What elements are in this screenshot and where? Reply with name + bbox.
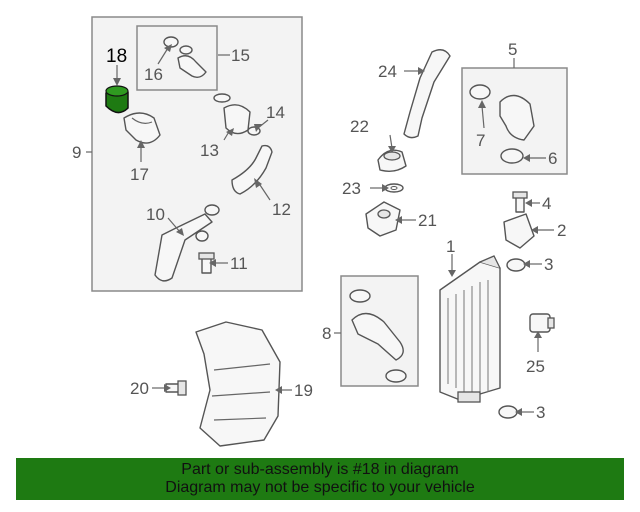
part-7-clamp[interactable] xyxy=(469,84,491,100)
part-3-grommet-top[interactable] xyxy=(506,258,526,272)
part-21-bracket[interactable] xyxy=(365,201,401,237)
label-20: 20 xyxy=(130,379,149,398)
label-9: 9 xyxy=(72,143,81,162)
label-25: 25 xyxy=(526,357,545,376)
label-5: 5 xyxy=(508,40,517,59)
label-16: 16 xyxy=(144,65,163,84)
part-12-hose[interactable] xyxy=(231,144,273,195)
label-1: 1 xyxy=(446,237,455,256)
label-3-bottom: 3 xyxy=(536,403,545,422)
part-24-hose[interactable] xyxy=(403,49,451,139)
part-11-bolt[interactable] xyxy=(198,252,215,274)
part-1-intercooler[interactable] xyxy=(439,255,501,403)
label-21: 21 xyxy=(418,211,437,230)
label-3-top: 3 xyxy=(544,255,553,274)
label-24: 24 xyxy=(378,62,397,81)
label-10: 10 xyxy=(146,205,165,224)
part-19-shroud[interactable] xyxy=(195,321,281,447)
part-6-clamp[interactable] xyxy=(500,148,524,164)
part-25-sensor[interactable] xyxy=(529,313,555,333)
part-13-pipe[interactable] xyxy=(213,93,261,136)
group-15-box xyxy=(136,25,218,91)
part-2-bracket[interactable] xyxy=(503,213,535,249)
label-22: 22 xyxy=(350,117,369,136)
parts-diagram: 18 16 15 9 17 13 14 12 10 11 24 22 23 21… xyxy=(72,16,568,447)
banner-line-2: Diagram may not be specific to your vehi… xyxy=(165,479,475,496)
label-18: 18 xyxy=(106,46,127,67)
label-4: 4 xyxy=(542,194,551,213)
part-4-bolt[interactable] xyxy=(512,191,528,213)
label-17: 17 xyxy=(130,165,149,184)
label-13: 13 xyxy=(200,141,219,160)
label-23: 23 xyxy=(342,179,361,198)
label-8: 8 xyxy=(322,324,331,343)
part-18-highlighted[interactable] xyxy=(105,85,129,114)
part-16-hose[interactable] xyxy=(163,36,207,79)
label-12: 12 xyxy=(272,200,291,219)
part-8-hose[interactable] xyxy=(349,289,407,383)
label-14: 14 xyxy=(266,103,285,122)
label-19: 19 xyxy=(294,381,313,400)
label-7: 7 xyxy=(476,131,485,150)
part-17-hose[interactable] xyxy=(123,112,161,144)
label-2: 2 xyxy=(557,221,566,240)
part-22-valve[interactable] xyxy=(377,149,407,173)
part-10-pipe[interactable] xyxy=(154,204,220,282)
info-banner: Part or sub-assembly is #18 in diagram D… xyxy=(16,458,624,500)
label-6: 6 xyxy=(548,149,557,168)
label-15: 15 xyxy=(231,46,250,65)
banner-line-1: Part or sub-assembly is #18 in diagram xyxy=(181,461,459,478)
leader-lines xyxy=(86,44,554,416)
part-3-grommet-bottom[interactable] xyxy=(498,405,518,419)
label-11: 11 xyxy=(230,254,248,273)
part-5-hose[interactable] xyxy=(499,94,535,141)
